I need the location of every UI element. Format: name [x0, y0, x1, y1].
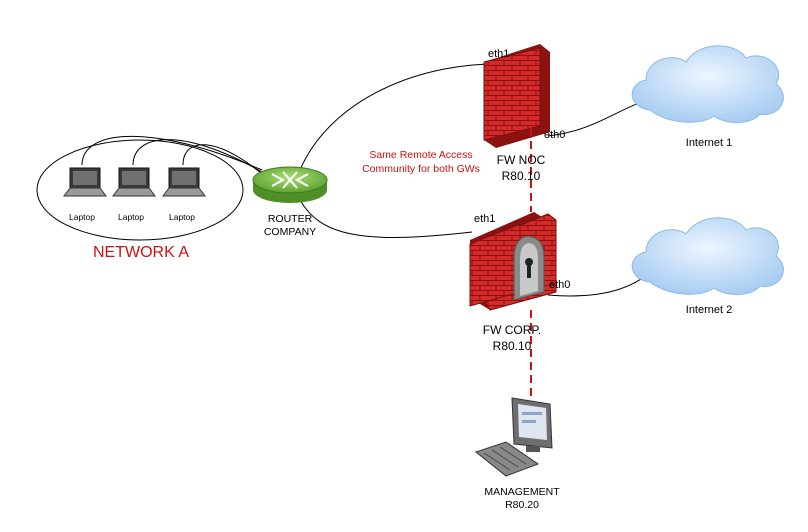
laptop-label: Laptop [69, 212, 95, 222]
fw-corp-label: FW CORP. R80.10 [482, 323, 542, 353]
internet-2-label: Internet 2 [685, 304, 733, 316]
fw-noc-icon [483, 44, 550, 148]
router-label: ROUTER COMPANY [263, 213, 317, 238]
fw-corp-eth1-label: eth1 [474, 213, 496, 225]
internet-1-label: Internet 1 [685, 137, 733, 149]
laptop-label: Laptop [118, 212, 144, 222]
network-a-title: NETWORK A [93, 244, 190, 261]
remote-access-note: Same Remote Access Community for both GW… [362, 149, 480, 175]
fw-corp-eth0-label: eth0 [549, 279, 571, 291]
fw-noc-label: FW NOC R80.10 [496, 153, 546, 183]
laptop-label: Laptop [169, 212, 195, 222]
link-router-fw-corp [299, 199, 473, 238]
laptop-icon [162, 167, 206, 197]
laptop-icon [63, 167, 107, 197]
internet-1-cloud [631, 45, 784, 123]
router-icon [252, 166, 328, 203]
fw-corp-icon [469, 212, 557, 311]
management-label: MANAGEMENT R80.20 [484, 486, 560, 511]
network-a-boundary [36, 139, 244, 241]
link-router-fw-noc [299, 63, 513, 171]
fw-noc-eth0-label: eth0 [544, 129, 566, 141]
fw-noc-eth1-label: eth1 [488, 48, 510, 60]
laptop-icon [112, 167, 156, 197]
internet-2-cloud [631, 217, 784, 295]
management-workstation-icon [474, 397, 553, 477]
laptop-cables [81, 135, 263, 175]
